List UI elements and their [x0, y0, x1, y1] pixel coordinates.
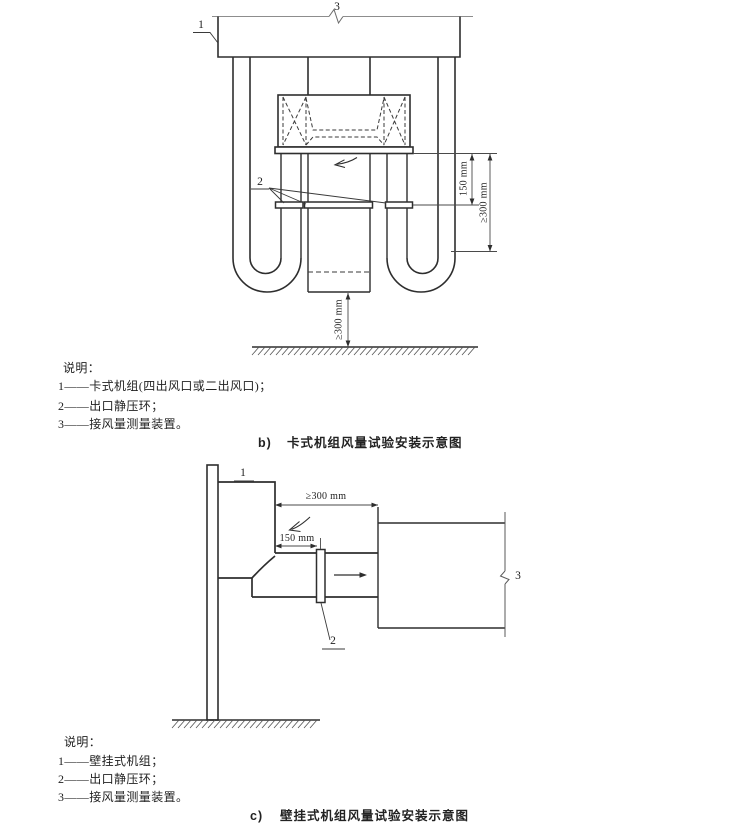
legend-item: 3——接风量测量装置。 [58, 790, 189, 804]
break-symbol-c [499, 570, 510, 585]
wall [206, 464, 219, 721]
part-label-unit-c: 1 [240, 467, 246, 479]
dimension-lines-b [347, 153, 497, 347]
vertical-ducts [232, 57, 456, 258]
static-pressure-ring-c [315, 548, 326, 604]
outlet-pipes-lower [280, 208, 408, 292]
legend-item: 2——出口静压环； [58, 772, 164, 786]
dimension-arrowheads-b [345, 154, 493, 347]
u-bend-ducts [232, 257, 456, 293]
break-symbol [328, 8, 344, 25]
floor-hatch [251, 346, 476, 356]
caption-title-b: 卡式机组风量试验安装示意图 [287, 436, 463, 450]
part-label-device-c: 3 [515, 570, 521, 582]
floor-hatch-c [171, 719, 318, 729]
part-label-ring-b: 2 [257, 176, 263, 188]
outlet-duct [251, 552, 378, 598]
dim-150mm-b: 150 mm [458, 161, 470, 196]
caption-prefix-b: b) [258, 436, 272, 450]
part-label-device-b: 3 [334, 1, 340, 13]
chamber-box [217, 16, 461, 58]
flow-arrow-head [359, 572, 367, 578]
figure-b-linework [193, 8, 497, 356]
unit-internal-dashed [282, 96, 406, 146]
part-label-unit-b: 1 [198, 19, 204, 31]
outlet-pipes-upper [280, 153, 408, 202]
label-leaders-c [234, 480, 345, 650]
legend-item: 2——出口静压环； [58, 399, 164, 413]
dimension-lines-c [275, 504, 378, 549]
wall-unit-body [218, 481, 276, 579]
figure-c-linework [171, 464, 510, 729]
legend-item: 1——卡式机组(四出风口或二出风口)； [58, 379, 272, 393]
legend-title-c: 说明： [64, 735, 102, 749]
legend-item: 3——接风量测量装置。 [58, 417, 189, 431]
caption-prefix-c: c) [250, 809, 264, 823]
dim-300mm-right-b: ≥300 mm [478, 182, 490, 223]
unit-panel-flange [274, 146, 414, 155]
legend-item: 1——壁挂式机组； [58, 754, 164, 768]
part-label-ring-c: 2 [330, 635, 336, 647]
dim-300mm-bottom-b: ≥300 mm [333, 299, 345, 340]
cassette-unit-body [277, 94, 411, 148]
caption-title-c: 壁挂式机组风量试验安装示意图 [280, 809, 470, 823]
dim-150mm-c: 150 mm [279, 533, 315, 544]
airflow-swoosh-icon [333, 157, 358, 169]
dim-300mm-c: ≥300 mm [305, 491, 347, 502]
legend-title-b: 说明： [63, 361, 101, 375]
measuring-device-box [377, 507, 505, 629]
static-pressure-rings [274, 201, 414, 209]
airflow-swoosh-icon-c [288, 516, 311, 533]
label-leaders-b [193, 32, 387, 205]
